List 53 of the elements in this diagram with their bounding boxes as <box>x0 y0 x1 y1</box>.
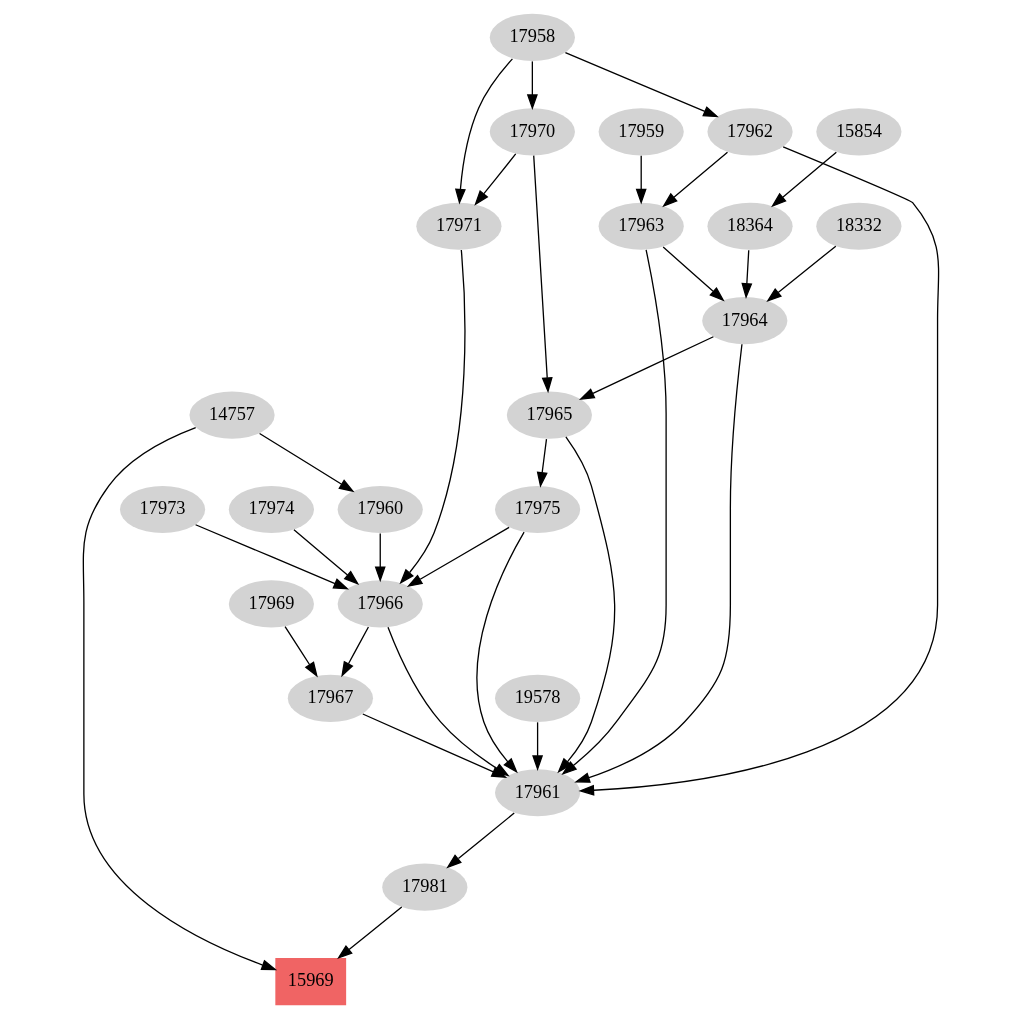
node-ellipse: 18332 <box>816 202 902 250</box>
node-ellipse: 17971 <box>416 202 502 250</box>
arrow <box>561 249 667 775</box>
node-ellipse: 17958 <box>489 13 575 61</box>
node-ellipse: 17981 <box>382 863 468 911</box>
arrow <box>476 531 525 774</box>
node-ellipse: 18364 <box>707 202 793 250</box>
node-ellipse: 15854 <box>816 108 902 156</box>
node-ellipse: 17966 <box>337 580 423 628</box>
arrow <box>474 153 517 206</box>
arrow <box>284 625 318 678</box>
arrow <box>564 52 719 118</box>
arrow <box>741 249 753 299</box>
node-ellipse: 17969 <box>228 580 314 628</box>
arrow <box>399 249 466 585</box>
node-box: 15969 <box>275 958 347 1006</box>
arrow <box>557 436 616 774</box>
arrow <box>536 438 548 488</box>
arrow <box>374 532 386 583</box>
arrow <box>82 426 278 971</box>
arrow <box>662 151 729 208</box>
arrow <box>662 246 725 302</box>
arrow <box>446 812 515 869</box>
arrow <box>635 155 647 205</box>
arrow <box>341 626 370 678</box>
node-ellipse: 17974 <box>228 485 314 534</box>
arrow <box>578 336 715 400</box>
arrow <box>771 151 837 208</box>
arrow <box>406 526 510 588</box>
node-ellipse: 17962 <box>707 108 793 156</box>
node-ellipse: 14757 <box>189 391 275 439</box>
arrow <box>578 146 940 796</box>
node-ellipse: 17964 <box>702 297 788 345</box>
arrow <box>526 60 538 111</box>
node-ellipse: 17965 <box>506 391 592 439</box>
arrow <box>533 154 553 394</box>
arrow <box>454 58 514 205</box>
node-ellipse: 17959 <box>598 108 684 156</box>
node-ellipse: 19578 <box>495 674 581 722</box>
arrow <box>194 524 350 590</box>
node-ellipse: 17973 <box>119 485 206 534</box>
arrow <box>258 432 355 493</box>
node-ellipse: 17961 <box>495 769 581 817</box>
node-ellipse: 17967 <box>287 674 373 722</box>
arrow <box>532 721 544 771</box>
node-ellipse: 17963 <box>598 202 684 250</box>
node-ellipse: 17960 <box>337 485 423 534</box>
arrow <box>574 343 743 783</box>
arrow <box>337 906 403 960</box>
node-ellipse: 17975 <box>495 485 581 534</box>
arrow <box>293 529 360 585</box>
node-ellipse: 17970 <box>489 108 575 156</box>
arrow <box>766 245 837 303</box>
